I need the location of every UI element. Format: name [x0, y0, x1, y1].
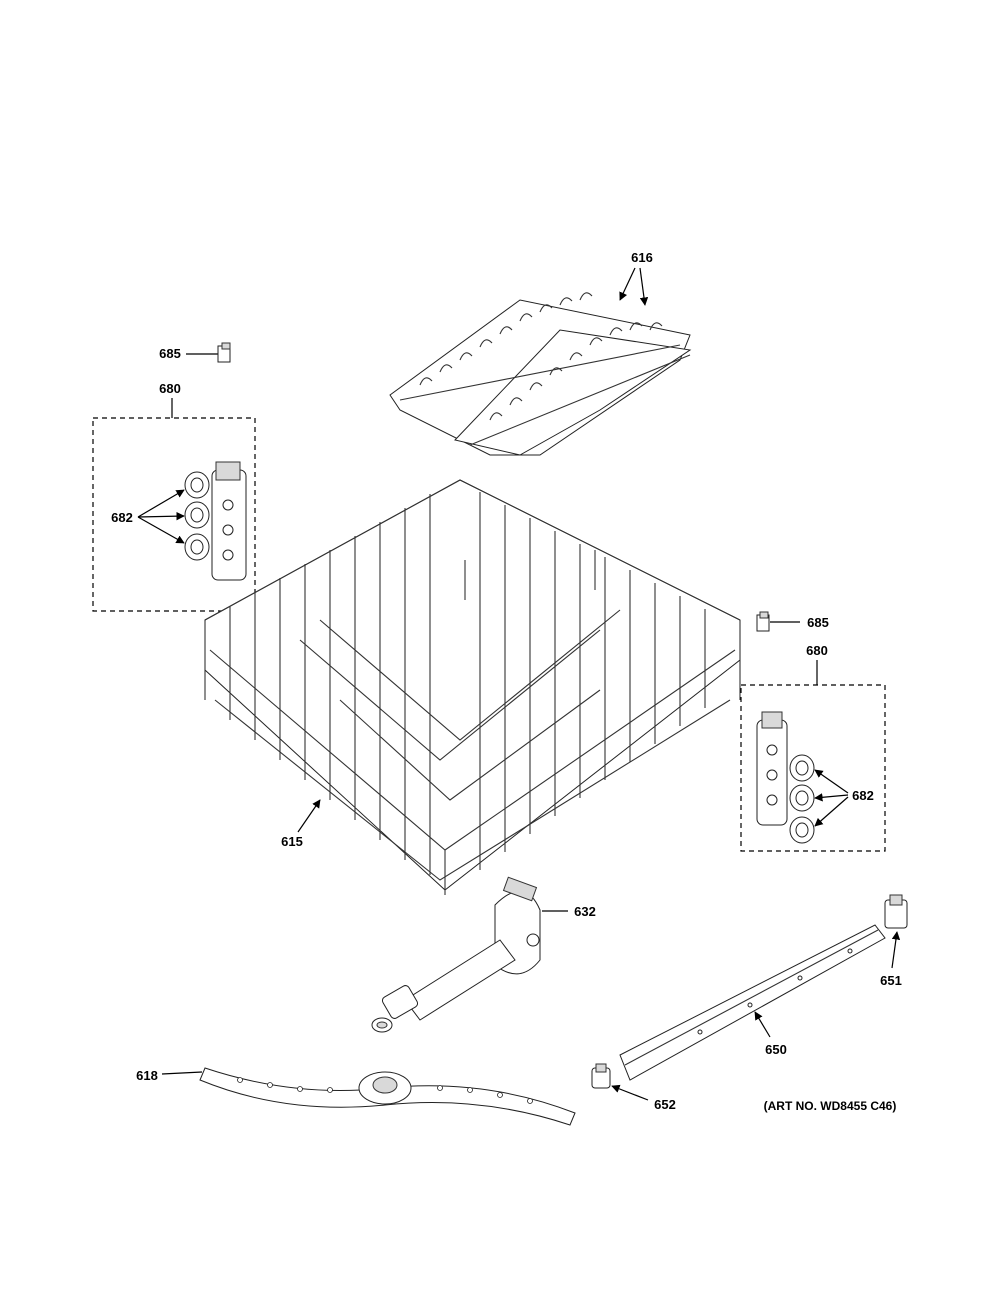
label-615: 615 [281, 834, 303, 849]
roller-assembly-680-left [184, 461, 247, 581]
label-682-left: 682 [111, 510, 133, 525]
spray-arm-manifold-632 [371, 876, 541, 1033]
label-650: 650 [765, 1042, 787, 1057]
art-number: (ART NO. WD8455 C46) [764, 1099, 897, 1113]
rail-end-cap-652 [591, 1063, 611, 1089]
label-652: 652 [654, 1097, 676, 1112]
label-685-right: 685 [807, 615, 829, 630]
spray-arm-618 [199, 1067, 576, 1126]
label-651: 651 [880, 973, 902, 988]
label-618: 618 [136, 1068, 158, 1083]
rack-slide-rail-650 [619, 924, 886, 1081]
label-685-left: 685 [159, 346, 181, 361]
rail-end-stop-651 [884, 894, 908, 929]
tine-rows-616 [389, 292, 692, 456]
roller-assembly-box-right [740, 684, 886, 852]
roller-wheel-682-right [789, 754, 815, 844]
roller-assembly-680-right [756, 711, 815, 844]
clip-685-right [756, 611, 770, 632]
label-632: 632 [574, 904, 596, 919]
roller-assembly-box-left [92, 417, 256, 612]
label-680-left: 680 [159, 381, 181, 396]
label-616: 616 [631, 250, 653, 265]
roller-wheel-682-left [184, 471, 210, 561]
clip-685-left [217, 342, 231, 363]
label-680-right: 680 [806, 643, 828, 658]
upper-rack-615 [204, 479, 741, 895]
label-682-right: 682 [852, 788, 874, 803]
